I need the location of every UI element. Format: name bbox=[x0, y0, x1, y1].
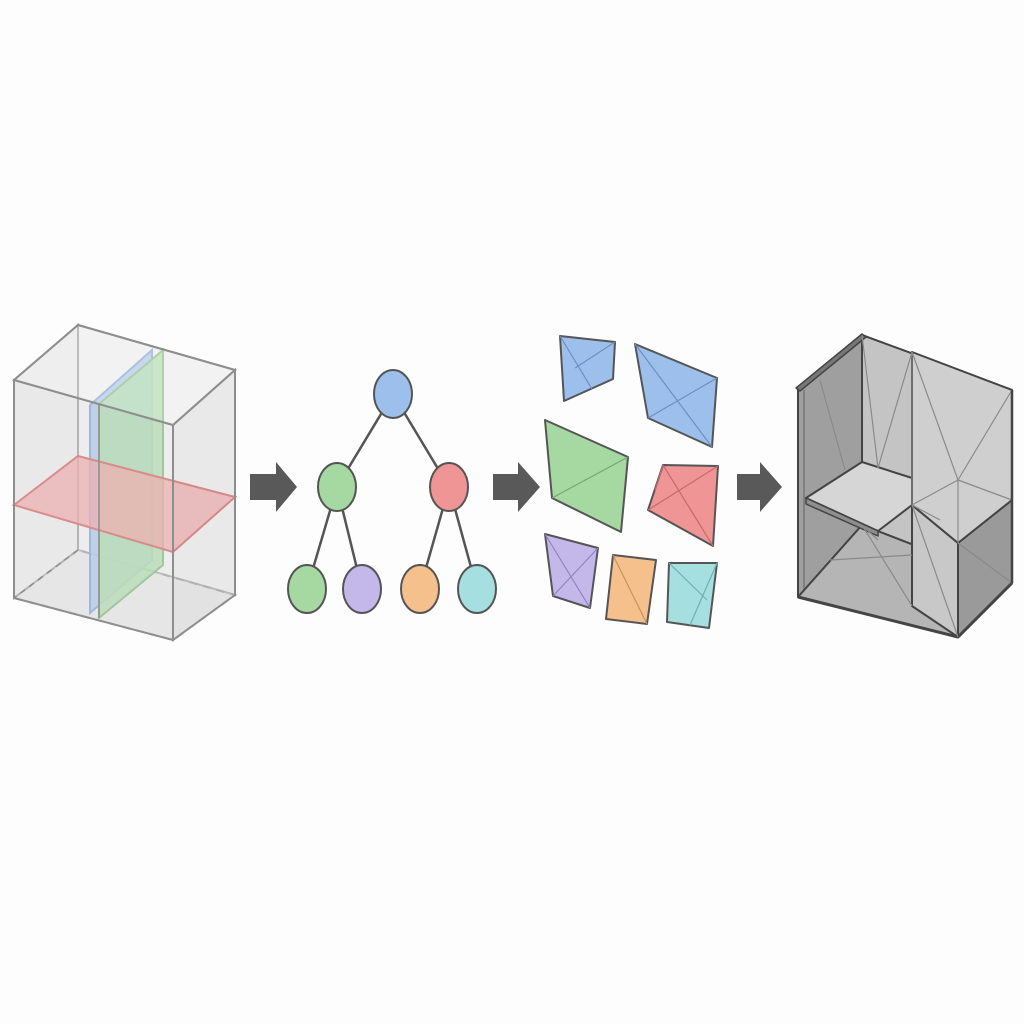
box-dashed-edge bbox=[13, 549, 79, 599]
solid-shelf-edge bbox=[805, 497, 879, 537]
fragment-green bbox=[544, 419, 629, 533]
fragment-blue-small bbox=[559, 335, 616, 402]
tree-leaf-purple bbox=[342, 564, 382, 614]
solid-facet-lines bbox=[819, 334, 1013, 638]
tree-leaf-green bbox=[287, 564, 327, 614]
tree-leaf-orange bbox=[400, 564, 440, 614]
partition-box bbox=[11, 322, 238, 642]
fragment-orange bbox=[605, 554, 657, 625]
fragment-red bbox=[647, 464, 719, 547]
tree-leaf-cyan bbox=[457, 564, 497, 614]
assembled-solid bbox=[795, 333, 1014, 639]
box-top-face bbox=[11, 323, 238, 427]
arrow-2 bbox=[493, 462, 540, 512]
bsp-tree bbox=[287, 369, 497, 614]
polygon-fragments bbox=[544, 335, 719, 629]
fragment-blue-large bbox=[634, 343, 718, 448]
tree-node-left bbox=[317, 462, 357, 512]
tree-node-right bbox=[429, 462, 469, 512]
tree-root-node bbox=[373, 369, 413, 419]
solid-top-edge bbox=[795, 333, 867, 392]
arrow-3 bbox=[737, 462, 782, 512]
arrow-1 bbox=[250, 462, 297, 512]
fragment-purple bbox=[544, 533, 599, 609]
fragment-cyan bbox=[666, 562, 718, 629]
